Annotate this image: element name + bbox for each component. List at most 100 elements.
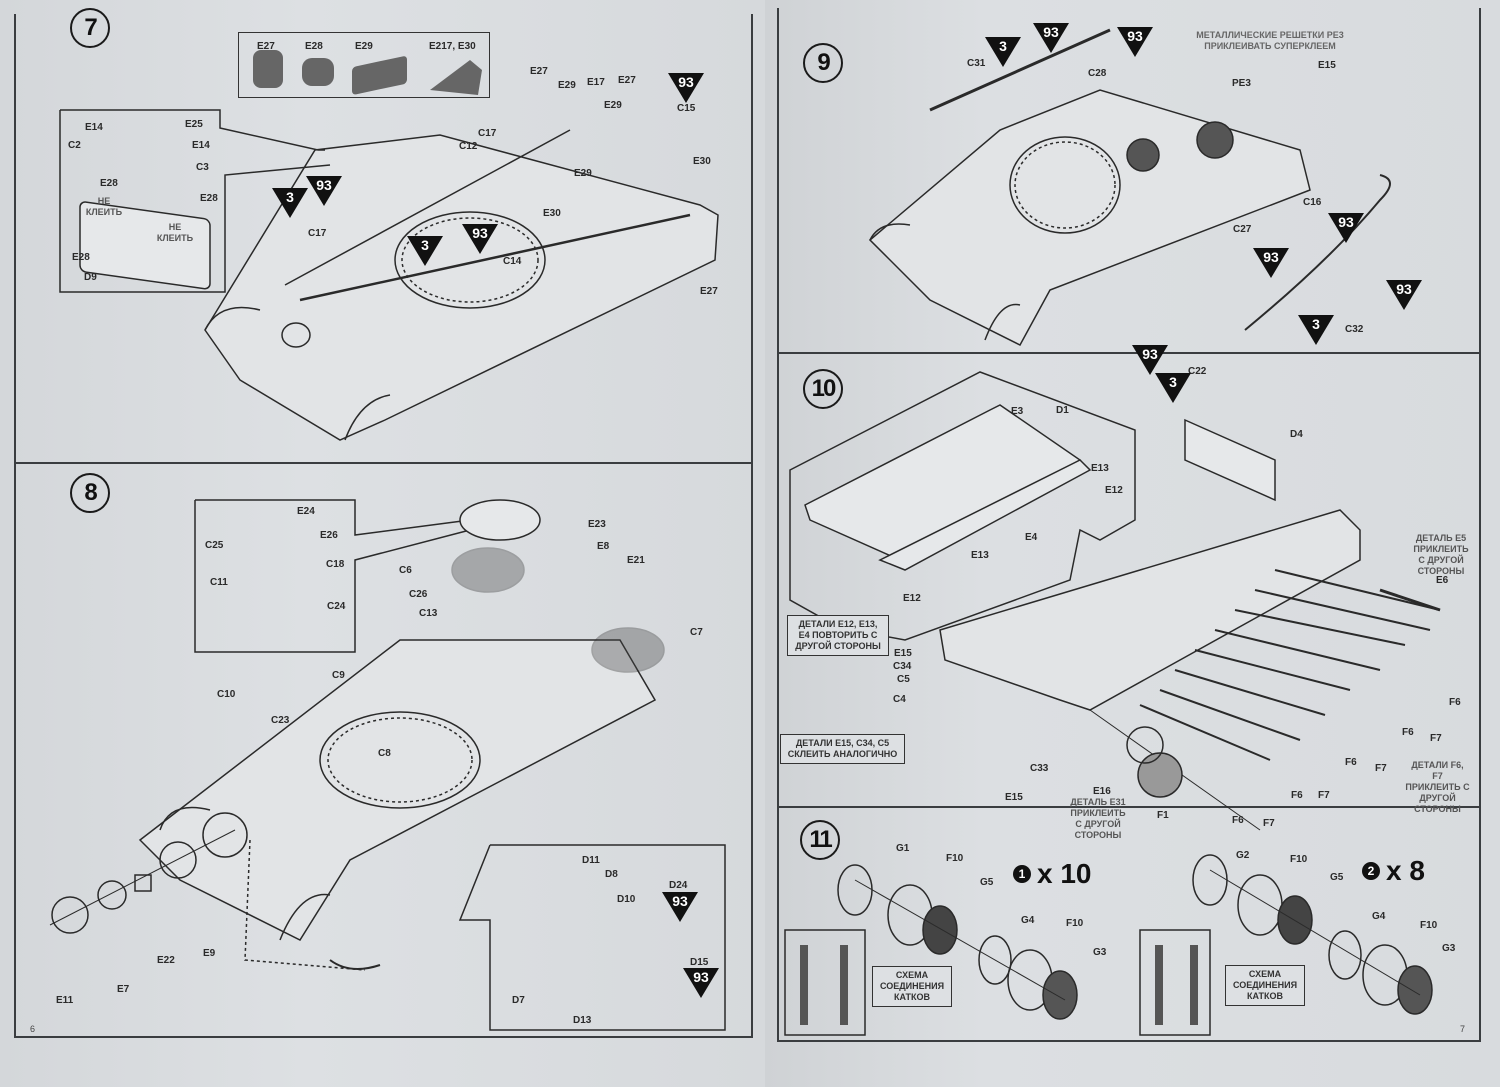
part-label: C5: [897, 674, 910, 685]
part-label: G4: [1021, 915, 1035, 926]
attach-e31-note: ДЕТАЛЬ E31 ПРИКЛЕИТЬ С ДРУГОЙ СТОРОНЫ: [1070, 797, 1126, 840]
paint-code-marker: 93: [1328, 213, 1364, 243]
part-label: E30: [693, 156, 711, 167]
part-label: G1: [896, 843, 910, 854]
part-label: E15: [1005, 792, 1023, 803]
part-label: G3: [1093, 947, 1107, 958]
assembly-multiplier: x 8: [1386, 855, 1425, 886]
part-label: C7: [690, 627, 703, 638]
paint-code-marker: 93: [462, 224, 498, 254]
part-label: E17: [587, 77, 605, 88]
step-number-8: 8: [70, 473, 110, 513]
paint-code-marker: 93: [1033, 23, 1069, 53]
part-label: E24: [297, 506, 315, 517]
parts-legend-box: E27 E28 E29 E217, E30: [238, 32, 490, 98]
part-label: D9: [84, 272, 97, 283]
paint-code-marker: 93: [668, 73, 704, 103]
part-label: G5: [1330, 872, 1344, 883]
part-label: G4: [1372, 911, 1386, 922]
part-label: F10: [1066, 918, 1084, 929]
do-not-glue-note: НЕ КЛЕИТЬ: [85, 196, 123, 217]
part-label: G5: [980, 877, 994, 888]
part-label: C25: [205, 540, 224, 551]
part-label: C8: [378, 748, 391, 759]
part-label: C32: [1345, 324, 1364, 335]
do-not-glue-note: НЕ КЛЕИТЬ: [156, 222, 194, 243]
part-label: E14: [192, 140, 210, 151]
part-label: C26: [409, 589, 428, 600]
step-divider: [777, 352, 1479, 354]
photo-etch-note: МЕТАЛЛИЧЕСКИЕ РЕШЕТКИ PE3 ПРИКЛЕИВАТЬ СУ…: [1196, 30, 1344, 51]
part-label: E8: [597, 541, 610, 552]
part-label: E9: [203, 948, 216, 959]
part-label: F6: [1449, 697, 1461, 708]
paint-code-marker: 93: [1117, 27, 1153, 57]
paint-code-marker: 93: [1132, 345, 1168, 375]
part-label: F10: [1420, 920, 1438, 931]
part-label: C4: [893, 694, 906, 705]
paint-code-marker: 3: [1298, 315, 1334, 345]
hull-drawing-step9: [868, 28, 1391, 346]
left-page-frame: [14, 14, 753, 1038]
legend-label: E27: [257, 41, 275, 52]
part-label: C3: [196, 162, 209, 173]
paint-code-marker: 93: [683, 968, 719, 998]
glue-similarly-callout: ДЕТАЛИ E15, C34, C5 СКЛЕИТЬ АНАЛОГИЧНО: [780, 734, 905, 764]
wheel-scheme-callout: СХЕМА СОЕДИНЕНИЯ КАТКОВ: [872, 966, 952, 1007]
roadwheel-assembly-1: [784, 864, 1078, 1036]
part-label: G2: [1236, 850, 1250, 861]
wheel-parts-step8: [49, 812, 248, 934]
paint-code-marker: 3: [272, 188, 308, 218]
part-label: E15: [894, 648, 912, 659]
part-label: E29: [604, 100, 622, 111]
inset-frame-step7: [59, 109, 331, 293]
roadwheel-assembly-2: [1139, 854, 1433, 1036]
part-label: C14: [503, 256, 522, 267]
paint-code-marker: 93: [1386, 280, 1422, 310]
part-label: F6: [1232, 815, 1244, 826]
part-label: D4: [1290, 429, 1303, 440]
part-label: E11: [56, 995, 74, 1006]
part-label: C2: [68, 140, 81, 151]
attach-f6-f7-note: ДЕТАЛИ F6, F7 ПРИКЛЕИТЬ С ДРУГОЙ СТОРОНЫ: [1405, 760, 1470, 814]
part-label: E27: [700, 286, 718, 297]
part-label: C11: [210, 577, 228, 588]
part-label: E13: [971, 550, 989, 561]
attach-e5-note: ДЕТАЛЬ E5 ПРИКЛЕИТЬ С ДРУГОЙ СТОРОНЫ: [1413, 533, 1469, 576]
part-label: C9: [332, 670, 345, 681]
assembly-badge: 1: [1013, 865, 1031, 883]
paint-code-marker: 3: [1155, 373, 1191, 403]
part-label: C22: [1188, 366, 1207, 377]
part-label: D24: [669, 880, 688, 891]
part-label: E27: [618, 75, 636, 86]
part-label: E16: [1093, 786, 1111, 797]
part-label: C15: [677, 103, 696, 114]
paint-code-marker: 93: [1253, 248, 1289, 278]
paint-code-marker: 93: [306, 176, 342, 206]
part-label: E21: [627, 555, 645, 566]
hull-drawing-step7: [204, 129, 719, 441]
part-label: E25: [185, 119, 203, 130]
part-label: C31: [967, 58, 986, 69]
repeat-other-side-callout: ДЕТАЛИ E12, E13, E4 ПОВТОРИТЬ С ДРУГОЙ С…: [787, 615, 889, 656]
part-label: D13: [573, 1015, 592, 1026]
part-label: F7: [1375, 763, 1387, 774]
step-number-11: 11: [800, 820, 840, 860]
part-label: C16: [1303, 197, 1322, 208]
part-label: F10: [1290, 854, 1308, 865]
legend-label: E217, E30: [429, 41, 476, 52]
part-label: F7: [1318, 790, 1330, 801]
part-label: C10: [217, 689, 236, 700]
assembly-quantity-1: 1 x 10: [1013, 858, 1092, 890]
inset-frame-step8: [194, 499, 471, 653]
part-label: E12: [1105, 485, 1123, 496]
part-label: F6: [1345, 757, 1357, 768]
part-label: C23: [271, 715, 290, 726]
part-label: E27: [530, 66, 548, 77]
inset-frame-step10: [789, 371, 1136, 641]
wheel-scheme-callout: СХЕМА СОЕДИНЕНИЯ КАТКОВ: [1225, 965, 1305, 1006]
legend-label: E28: [305, 41, 323, 52]
part-label: C17: [308, 228, 327, 239]
part-label: D15: [690, 957, 709, 968]
